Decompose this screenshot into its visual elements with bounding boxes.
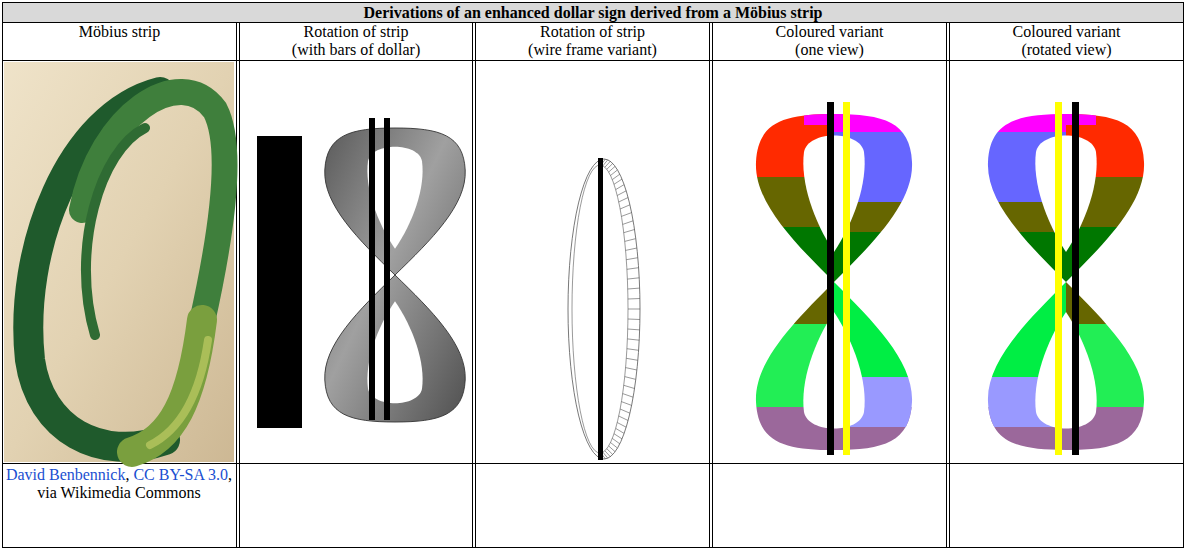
image-credit: David Benbennick, CC BY-SA 3.0, via Wiki…: [5, 466, 233, 502]
strip-highlight: [150, 340, 208, 445]
dollar-bar: [384, 118, 390, 420]
column-header: Rotation of strip (wire frame variant): [476, 23, 709, 59]
credit-text: ,: [125, 466, 129, 483]
header-line: (rotated view): [950, 41, 1183, 59]
credit-link: CC BY-SA 3.0: [133, 466, 228, 483]
header-line: (wire frame variant): [476, 41, 709, 59]
header-line: Coloured variant: [713, 23, 946, 41]
column-header: Coloured variant (one view): [713, 23, 946, 59]
wireframe-hatch: [601, 159, 640, 459]
title-band: [3, 3, 1183, 22]
dollar-bar: [827, 102, 834, 455]
colored-strip: [976, 107, 1156, 457]
header-line: Rotation of strip: [240, 23, 472, 41]
column-header: Möbius strip: [3, 23, 236, 41]
table-title: Derivations of an enhanced dollar sign d…: [3, 3, 1183, 22]
strip-band: [86, 128, 145, 335]
dollar-bar: [843, 102, 850, 455]
header-line: Rotation of strip: [476, 23, 709, 41]
mobius-photo: [4, 62, 234, 462]
header-line: Coloured variant: [950, 23, 1183, 41]
dollar-bar: [369, 118, 375, 420]
header-line: (with bars of dollar): [240, 41, 472, 59]
header-line: (one view): [713, 41, 946, 59]
dollar-bar: [1055, 102, 1062, 455]
dollar-bar: [1072, 102, 1079, 455]
strip-band: [82, 92, 225, 322]
column-header: Rotation of strip (with bars of dollar): [240, 23, 472, 59]
credit-link: David Benbennick: [6, 466, 126, 483]
dollar-bar: [598, 158, 603, 460]
column-header: Coloured variant (rotated view): [950, 23, 1183, 59]
photo-ground: [4, 62, 234, 462]
table-grid: [2, 3, 1184, 548]
gray-strip: [325, 128, 466, 422]
dollar-bar: [257, 136, 302, 428]
wireframe-outline: [568, 159, 640, 459]
